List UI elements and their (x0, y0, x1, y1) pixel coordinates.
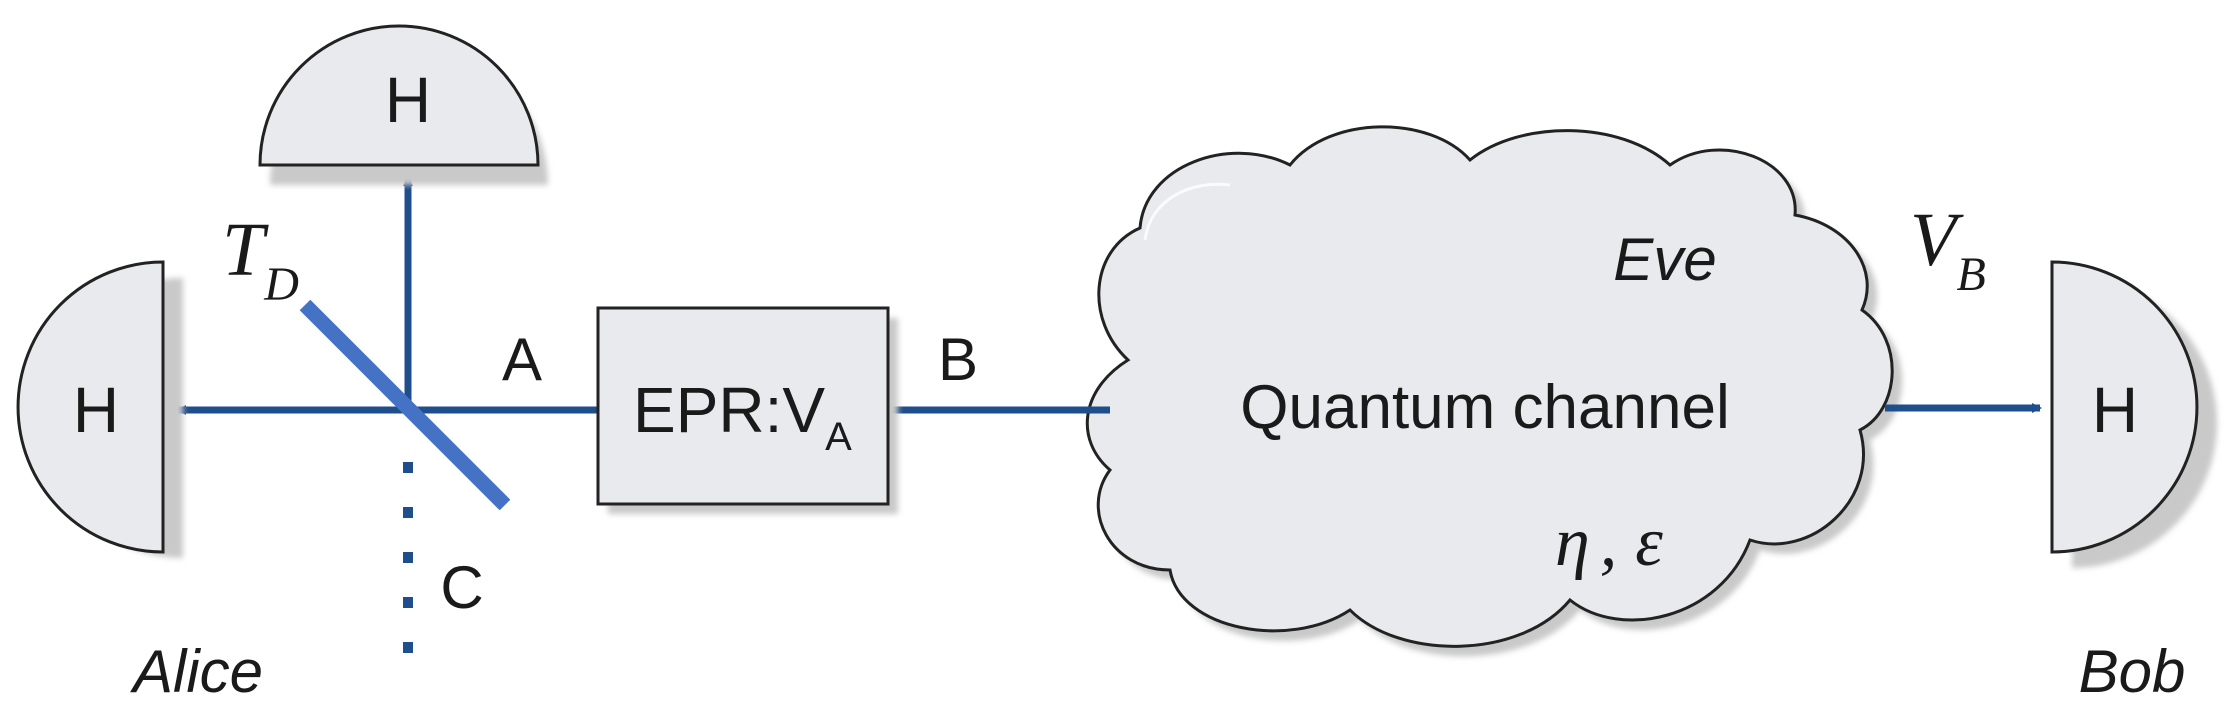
beam-splitter (299, 299, 511, 511)
quantum-channel-cloud (1085, 125, 1903, 657)
top-detector-label: H (385, 64, 431, 136)
bob-detector-label: H (2092, 374, 2138, 446)
mode-a-label: A (502, 326, 542, 393)
quantum-channel-label: Quantum channel (1240, 373, 1729, 442)
channel-parameters: η,ε (1555, 504, 1663, 581)
mode-b-label: B (938, 326, 978, 393)
mode-c-label: C (440, 554, 483, 621)
epr-source-box: EPR:VA (596, 306, 898, 514)
bob-variance-label: VB (1910, 198, 1986, 301)
alice-detector: H (16, 260, 183, 558)
bob-detector: H (2050, 260, 2217, 568)
transmittance-label: TD (222, 208, 299, 311)
top-detector: H (258, 24, 548, 185)
bob-label: Bob (2079, 638, 2186, 705)
eve-label: Eve (1613, 226, 1716, 293)
beam-lines (176, 176, 2042, 656)
alice-detector-label: H (73, 374, 119, 446)
epr-label: EPR:VA (633, 374, 852, 459)
alice-label: Alice (130, 638, 263, 705)
